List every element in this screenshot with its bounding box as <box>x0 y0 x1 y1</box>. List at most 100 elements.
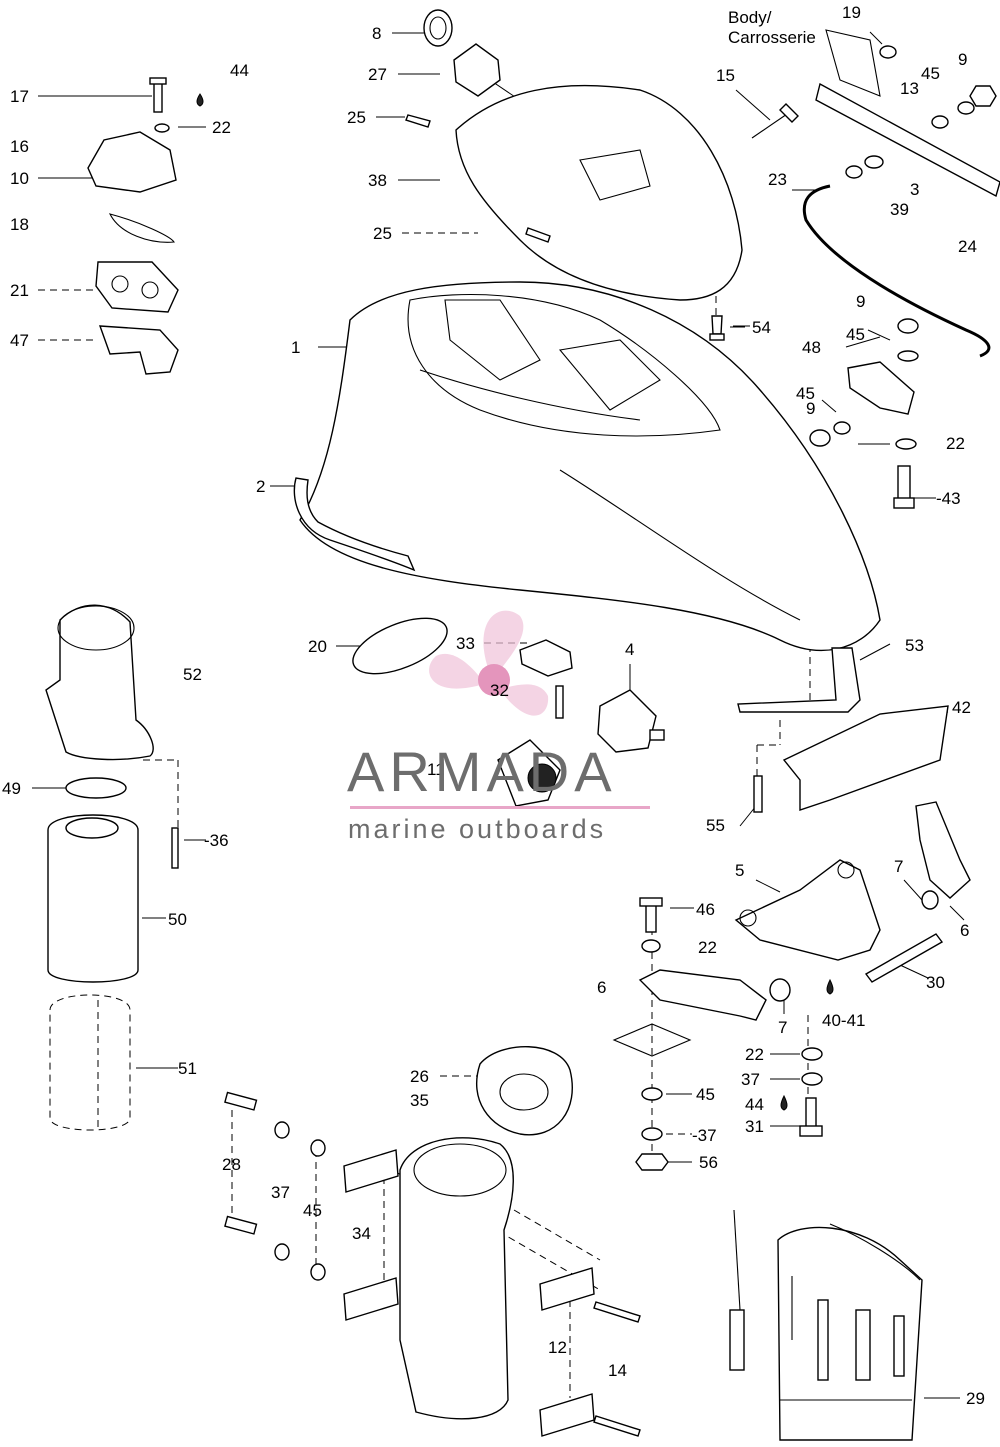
callout-22-mid: 22 <box>698 938 717 957</box>
callout-14: 14 <box>608 1361 627 1380</box>
clip-bracket-15-24 <box>751 29 1000 198</box>
callout-23: 23 <box>768 170 787 189</box>
callout-16: 16 <box>10 137 29 156</box>
air-duct-52 <box>45 604 154 761</box>
callout-18: 18 <box>10 215 29 234</box>
callout-31: 31 <box>745 1117 764 1136</box>
bushings-7 <box>769 890 939 1002</box>
callout-17: 17 <box>10 87 29 106</box>
callout-45-mid: 45 <box>846 325 865 344</box>
callout-4: 4 <box>625 640 635 659</box>
bulb-11 <box>497 739 561 807</box>
callout-46: 46 <box>696 900 715 919</box>
callout-6-left: 6 <box>597 978 607 997</box>
callout-55: 55 <box>706 816 725 835</box>
windshield-38 <box>455 84 743 301</box>
callout-45-top: 45 <box>921 64 940 83</box>
foam-51 <box>49 994 131 1131</box>
callout-36: -36 <box>204 831 229 850</box>
callout-11: 11 <box>427 760 445 779</box>
callout-40-41: 40-41 <box>822 1011 866 1030</box>
bolts-28-washers <box>224 1091 326 1281</box>
callout-45-left: 45 <box>303 1201 322 1220</box>
socket-4 <box>597 689 665 753</box>
arm-5 <box>734 859 881 961</box>
callout-33: 33 <box>456 634 475 653</box>
clamp-49 <box>65 777 127 799</box>
callout-1: 1 <box>291 338 301 357</box>
rod-30 <box>864 933 944 983</box>
callout-45-washer: 45 <box>696 1085 715 1104</box>
latch-48-hardware <box>809 318 919 509</box>
callout-19: 19 <box>842 3 861 22</box>
callout-51: 51 <box>178 1059 197 1078</box>
duct-27-and-cap-8 <box>423 9 501 97</box>
lens-20 <box>352 617 448 675</box>
callout-22-right: 22 <box>946 434 965 453</box>
callout-56: 56 <box>699 1153 718 1172</box>
callout-9-mid: 9 <box>856 292 866 311</box>
tool-kit-29 <box>729 1209 923 1441</box>
callout-52: 52 <box>183 665 202 684</box>
rivets-14 <box>593 1301 641 1437</box>
callout-37-mid: -37 <box>692 1126 717 1145</box>
callout-26: 26 <box>410 1067 429 1086</box>
callout-49: 49 <box>2 779 21 798</box>
callout-24: 24 <box>958 237 977 256</box>
callout-22-topleft: 22 <box>212 118 231 137</box>
watermark-brand: ARMADA <box>347 740 617 803</box>
callout-37-left: 37 <box>271 1183 290 1202</box>
callout-27: 27 <box>368 65 387 84</box>
left-hardware-group <box>87 77 204 375</box>
callout-9-low: 9 <box>806 399 816 418</box>
callout-28: 28 <box>222 1155 241 1174</box>
callout-44-low: 44 <box>745 1095 764 1114</box>
callout-3: 3 <box>910 180 920 199</box>
hood-body-1 <box>299 281 881 652</box>
body-note-line2: Carrosserie <box>728 28 816 47</box>
propeller-hub <box>478 664 510 696</box>
callout-12: 12 <box>548 1338 567 1357</box>
callout-44-top: 44 <box>230 61 249 80</box>
callout-29: 29 <box>966 1389 985 1408</box>
callout-50: 50 <box>168 910 187 929</box>
callout-38: 38 <box>368 171 387 190</box>
callout-30: 30 <box>926 973 945 992</box>
screw-46-small-parts <box>612 897 834 1171</box>
watermark-tagline: marine outboards <box>348 814 607 844</box>
cover-26 <box>475 1046 573 1136</box>
body-note-line1: Body/ <box>728 8 772 27</box>
callout-54: 54 <box>752 318 771 337</box>
callout-47: 47 <box>10 331 29 350</box>
screws-25 <box>405 114 551 243</box>
housing-35 <box>399 1137 514 1420</box>
callout-10: 10 <box>10 169 29 188</box>
bracket-53-plate-42 <box>737 647 949 811</box>
callout-21: 21 <box>10 281 29 300</box>
callout-53: 53 <box>905 636 924 655</box>
arm-6-left <box>638 969 767 1021</box>
callout-5: 5 <box>735 861 745 880</box>
callout-25-low: 25 <box>373 224 392 243</box>
callout-34: 34 <box>352 1224 371 1243</box>
callout-9-top: 9 <box>958 50 968 69</box>
fastener-55 <box>753 775 763 813</box>
callout-45-latch: 45 <box>796 384 815 403</box>
callout-25-top: 25 <box>347 108 366 127</box>
callout-22-low: 22 <box>745 1045 764 1064</box>
callout-7-right: 7 <box>894 857 904 876</box>
pin-36 <box>171 827 179 869</box>
callout-48: 48 <box>802 338 821 357</box>
callout-7-left: 7 <box>778 1018 788 1037</box>
callout-13: 13 <box>900 79 919 98</box>
arm-6-right <box>915 801 971 899</box>
seal-strip-2 <box>293 477 416 572</box>
rod-23 <box>802 184 991 358</box>
bracket-33-pin-32 <box>519 639 573 719</box>
callout-43: -43 <box>936 489 961 508</box>
watermark-divider <box>350 806 650 809</box>
armada-propeller-logo <box>429 610 549 716</box>
callout-37-right: 37 <box>741 1070 760 1089</box>
callout-39: 39 <box>890 200 909 219</box>
